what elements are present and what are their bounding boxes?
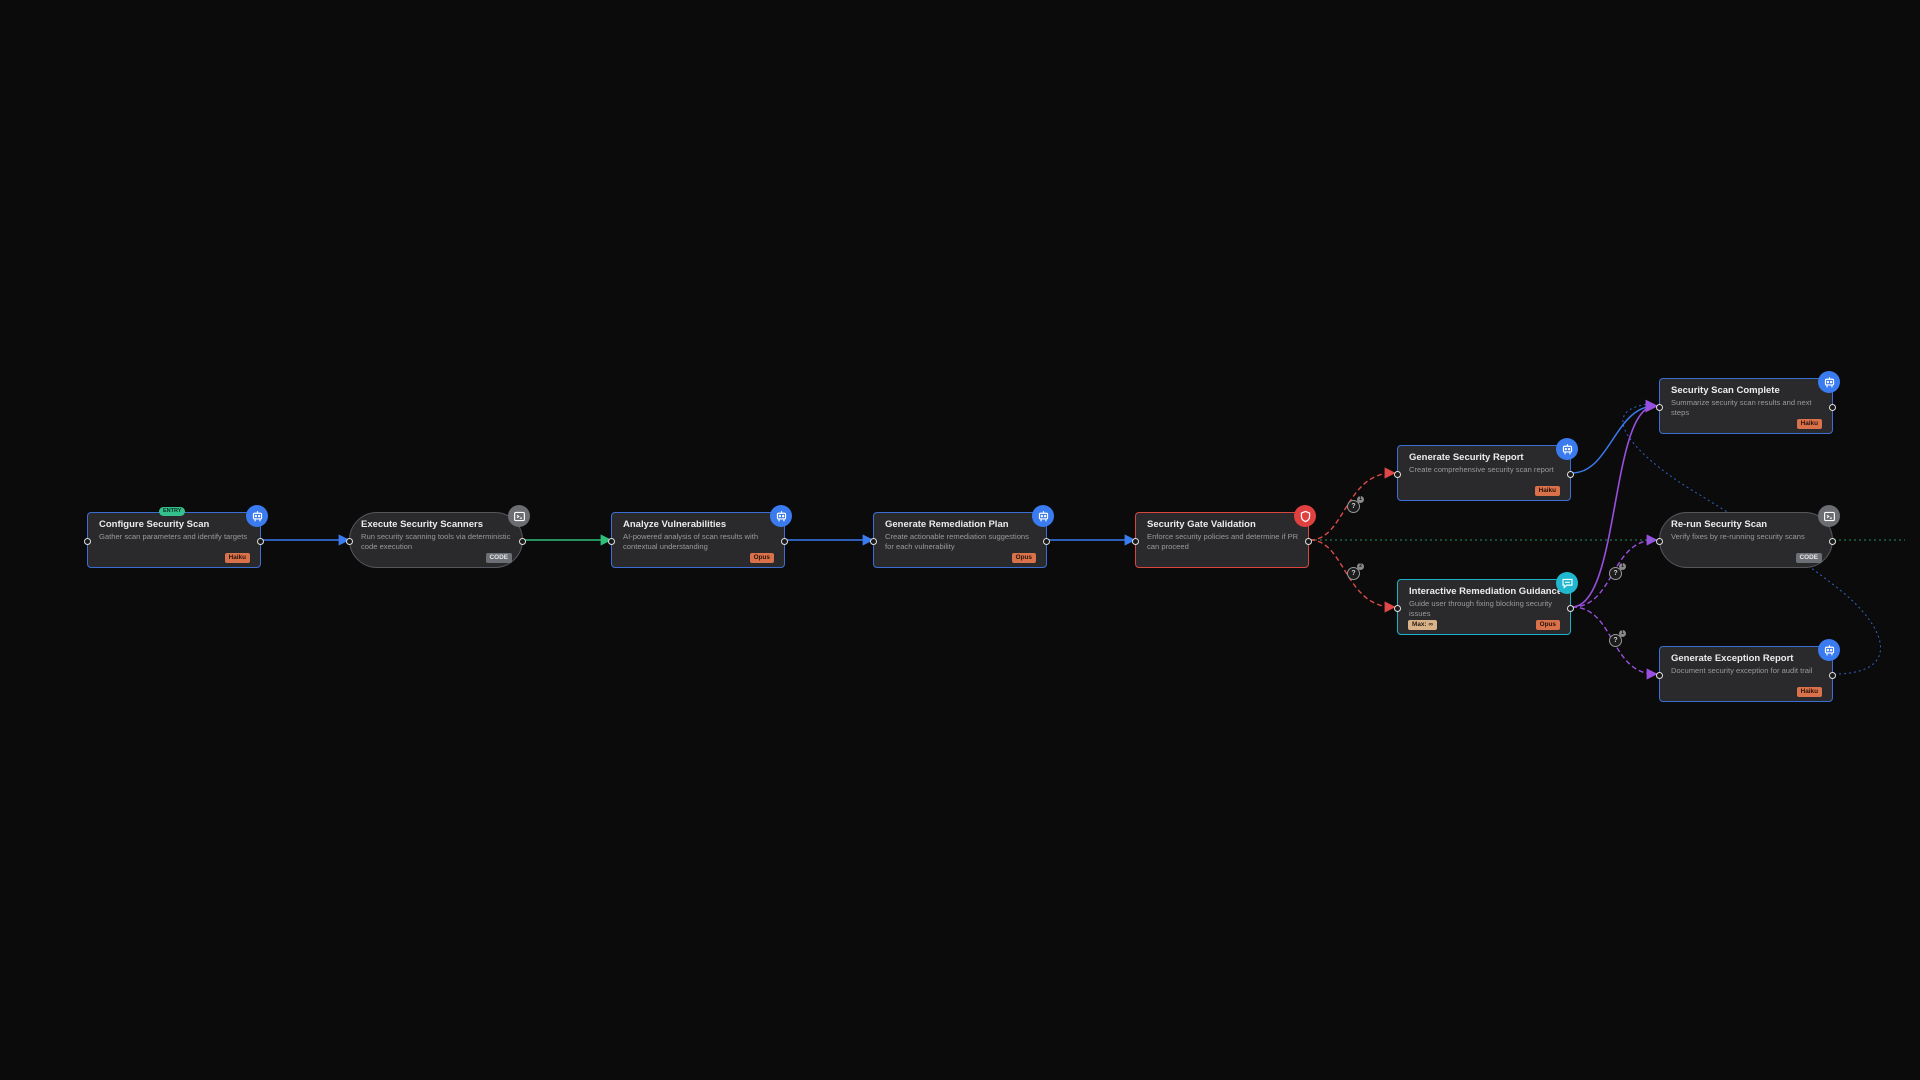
condition-symbol: ? bbox=[1351, 570, 1356, 577]
edge-gate-report[interactable] bbox=[1309, 467, 1396, 541]
robot-icon bbox=[246, 505, 268, 527]
node-description: Gather scan parameters and identify targ… bbox=[99, 532, 248, 541]
node-description: Create actionable remediation suggestion… bbox=[885, 532, 1029, 551]
input-port[interactable] bbox=[84, 538, 91, 545]
node-generate-security-report[interactable]: Generate Security Report Create comprehe… bbox=[1394, 438, 1578, 501]
condition-number: 2 bbox=[1357, 563, 1364, 570]
edge-guidance-exception[interactable] bbox=[1571, 606, 1658, 680]
condition-number: 1 bbox=[1619, 563, 1626, 570]
terminal-icon bbox=[1818, 505, 1840, 527]
input-port[interactable] bbox=[1394, 605, 1401, 612]
node-title: Re-run Security Scan bbox=[1671, 519, 1768, 530]
node-title: Configure Security Scan bbox=[99, 519, 210, 530]
node-configure-security-scan[interactable]: ENTRY Configure Security Scan Gather sca… bbox=[84, 505, 268, 568]
node-description: Summarize security scan results and next… bbox=[1671, 398, 1812, 417]
node-description: Run security scanning tools via determin… bbox=[361, 532, 511, 551]
edge-guidance-complete[interactable] bbox=[1571, 399, 1659, 608]
condition-marker-gate-report[interactable]: ? 1 bbox=[1347, 496, 1364, 513]
output-port[interactable] bbox=[1829, 672, 1836, 679]
node-title: Execute Security Scanners bbox=[361, 519, 483, 530]
model-tag: Haiku bbox=[1796, 419, 1822, 429]
output-port[interactable] bbox=[1829, 404, 1836, 411]
entry-badge: ENTRY bbox=[159, 507, 186, 516]
output-port[interactable] bbox=[519, 538, 526, 545]
model-tag: Opus bbox=[749, 553, 774, 563]
node-title: Security Scan Complete bbox=[1671, 385, 1780, 396]
robot-icon bbox=[770, 505, 792, 527]
node-title: Generate Exception Report bbox=[1671, 653, 1794, 664]
condition-marker-guidance-rerun[interactable]: ? 1 bbox=[1609, 563, 1626, 580]
condition-symbol: ? bbox=[1351, 503, 1356, 510]
input-port[interactable] bbox=[1394, 471, 1401, 478]
edge-gate-guidance[interactable] bbox=[1309, 539, 1396, 613]
input-port[interactable] bbox=[1656, 538, 1663, 545]
terminal-icon bbox=[508, 505, 530, 527]
condition-symbol: ? bbox=[1613, 637, 1618, 644]
robot-icon bbox=[1818, 639, 1840, 661]
model-tag: Haiku bbox=[224, 553, 250, 563]
output-port[interactable] bbox=[1043, 538, 1050, 545]
output-port[interactable] bbox=[1305, 538, 1312, 545]
node-security-scan-complete[interactable]: Security Scan Complete Summarize securit… bbox=[1656, 371, 1840, 434]
condition-symbol: ? bbox=[1613, 570, 1618, 577]
condition-number: 1 bbox=[1619, 630, 1626, 637]
node-description: Verify fixes by re-running security scan… bbox=[1671, 532, 1805, 541]
node-security-gate-validation[interactable]: Security Gate Validation Enforce securit… bbox=[1132, 505, 1316, 568]
edge-exception-complete[interactable] bbox=[1622, 403, 1881, 675]
robot-icon bbox=[1818, 371, 1840, 393]
node-analyze-vulnerabilities[interactable]: Analyze Vulnerabilities AI-powered analy… bbox=[608, 505, 792, 568]
node-title: Interactive Remediation Guidance bbox=[1409, 586, 1560, 597]
condition-number: 1 bbox=[1357, 496, 1364, 503]
code-tag: CODE bbox=[485, 553, 512, 563]
node-execute-security-scanners[interactable]: Execute Security Scanners Run security s… bbox=[346, 505, 530, 568]
node-title: Security Gate Validation bbox=[1147, 519, 1256, 530]
output-port[interactable] bbox=[1567, 605, 1574, 612]
output-port[interactable] bbox=[1567, 471, 1574, 478]
model-tag: Haiku bbox=[1796, 687, 1822, 697]
model-tag: Opus bbox=[1535, 620, 1560, 630]
node-description: AI-powered analysis of scan results with… bbox=[623, 532, 759, 551]
robot-icon bbox=[1032, 505, 1054, 527]
input-port[interactable] bbox=[1656, 672, 1663, 679]
input-port[interactable] bbox=[1132, 538, 1139, 545]
node-description: Create comprehensive security scan repor… bbox=[1409, 465, 1554, 474]
node-description: Enforce security policies and determine … bbox=[1147, 532, 1299, 551]
node-description: Document security exception for audit tr… bbox=[1671, 666, 1813, 675]
node-title: Analyze Vulnerabilities bbox=[623, 519, 727, 530]
input-port[interactable] bbox=[870, 538, 877, 545]
edge-report-complete[interactable] bbox=[1571, 400, 1658, 474]
edge-guidance-rerun[interactable] bbox=[1571, 534, 1658, 608]
node-generate-remediation-plan[interactable]: Generate Remediation Plan Create actiona… bbox=[870, 505, 1054, 568]
node-title: Generate Security Report bbox=[1409, 452, 1524, 463]
chat-icon bbox=[1556, 572, 1578, 594]
node-title: Generate Remediation Plan bbox=[885, 519, 1009, 530]
condition-marker-gate-guidance[interactable]: ? 2 bbox=[1347, 563, 1364, 580]
model-tag: Opus bbox=[1011, 553, 1036, 563]
input-port[interactable] bbox=[1656, 404, 1663, 411]
node-re-run-security-scan[interactable]: Re-run Security Scan Verify fixes by re-… bbox=[1656, 505, 1840, 568]
node-description: Guide user through fixing blocking secur… bbox=[1409, 599, 1553, 618]
node-interactive-remediation-guidance[interactable]: Interactive Remediation Guidance Guide u… bbox=[1394, 572, 1578, 635]
robot-icon bbox=[1556, 438, 1578, 460]
output-port[interactable] bbox=[257, 538, 264, 545]
model-tag: Haiku bbox=[1534, 486, 1560, 496]
input-port[interactable] bbox=[608, 538, 615, 545]
output-port[interactable] bbox=[781, 538, 788, 545]
max-iterations-tag: Max: ∞ bbox=[1408, 620, 1437, 630]
output-port[interactable] bbox=[1829, 538, 1836, 545]
condition-marker-guidance-exception[interactable]: ? 1 bbox=[1609, 630, 1626, 647]
code-tag: CODE bbox=[1795, 553, 1822, 563]
shield-icon bbox=[1294, 505, 1316, 527]
node-generate-exception-report[interactable]: Generate Exception Report Document secur… bbox=[1656, 639, 1840, 702]
input-port[interactable] bbox=[346, 538, 353, 545]
